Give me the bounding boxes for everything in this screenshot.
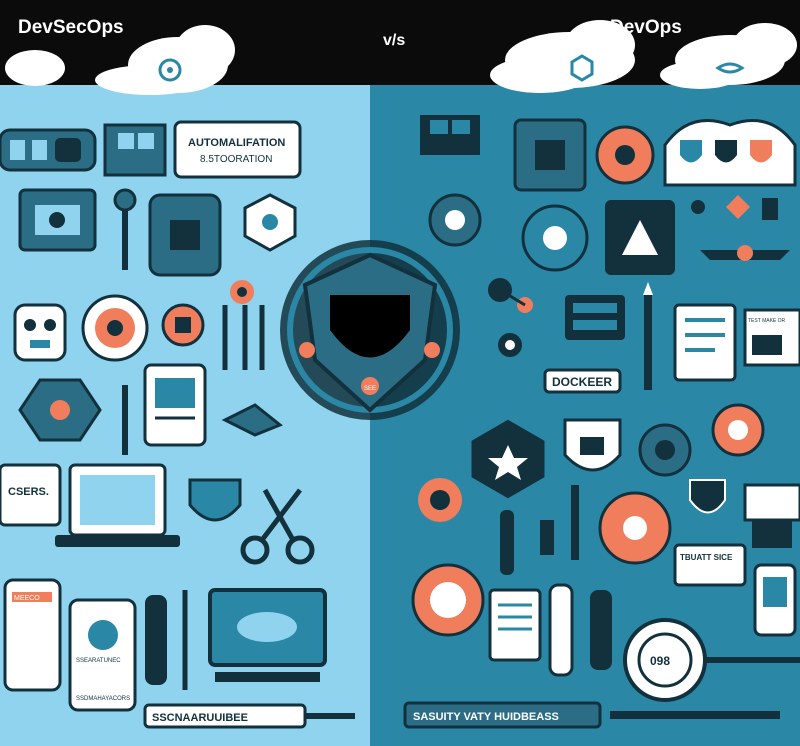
marker-icon-right <box>548 583 612 677</box>
wrench-icon <box>113 188 137 270</box>
orange-disc-icon <box>411 563 485 637</box>
csers-card: CSERS. <box>0 463 62 527</box>
gear-icon <box>230 280 254 304</box>
monitor-icon <box>18 188 97 252</box>
tag-right: TBUATT SICE <box>680 553 733 562</box>
robot-icon <box>13 303 67 362</box>
gear-icon-right <box>428 193 482 247</box>
automation-line2: 8.5TOORATION <box>200 154 272 165</box>
tools-icon <box>222 305 265 370</box>
vs-label: v/s <box>383 32 405 49</box>
phone-app-icon: SSEARATUNEC SSDMAHAYACORS <box>68 598 137 712</box>
star-badge-icon <box>468 416 548 502</box>
eye-bot-icon <box>498 333 522 357</box>
orange-sun-icon <box>418 478 462 522</box>
wings-icon <box>700 245 790 261</box>
csers-label: CSERS. <box>8 486 49 498</box>
card-icon-right <box>743 483 800 548</box>
dockeer-card: DOCKEER <box>543 368 622 394</box>
cloud-handshake-icon <box>715 62 745 74</box>
server-stack-icon <box>565 295 625 340</box>
cube-shield-icon <box>148 193 222 277</box>
flower-icon-right <box>595 125 655 185</box>
scissors-icon <box>240 488 315 565</box>
computer-screen-icon <box>208 588 327 682</box>
stacked-cubes-icon <box>420 115 480 155</box>
hexagon-node-icon <box>243 193 297 252</box>
shield-mark: SEE <box>364 386 376 392</box>
cube-icon <box>103 123 167 177</box>
automation-card: AUTOMALIFATION 8.5TOORATION <box>173 120 302 179</box>
marker-text-bar: SSCNAARUUIBEE <box>143 703 355 729</box>
shield-icon-right <box>689 479 726 514</box>
tag-card-right: TBUATT SICE <box>673 543 747 587</box>
gear-circle-icon <box>521 204 589 272</box>
small-tag: TEST MAKE OR <box>748 318 786 324</box>
document-icon <box>673 303 737 382</box>
gauge-value: 098 <box>650 654 670 668</box>
target-dial-icon <box>81 294 149 362</box>
bird-icon <box>221 403 283 437</box>
automation-line1: AUTOMALIFATION <box>188 137 285 149</box>
right-title: DevOps <box>610 17 682 38</box>
target-icon-right <box>711 403 765 457</box>
hex-chip-icon <box>18 378 102 442</box>
phone-icon-right <box>753 563 797 637</box>
orange-circle-icon <box>598 491 672 565</box>
network-node-icon <box>488 278 533 313</box>
cube-icon-right <box>513 118 587 192</box>
phone-badge: MEECO <box>14 595 40 602</box>
bottom-right-banner: SASUITY VATY HUIDBEASS <box>403 701 780 729</box>
left-title: DevSecOps <box>18 17 124 38</box>
tablet-icon <box>143 363 207 447</box>
test-make-card: TEST MAKE OR <box>743 308 800 367</box>
orange-diamond-icon <box>691 195 778 220</box>
cloud-left <box>5 25 235 95</box>
phone-text: SSEARATUNEC <box>76 658 121 664</box>
central-shield-emblem: SEE <box>280 240 460 420</box>
lock-icon <box>563 418 622 472</box>
shield-icon <box>188 478 242 522</box>
phone-icon: MEECO <box>3 578 62 692</box>
gauge-icon: 098 <box>623 618 800 702</box>
dockeer-label: DOCKEER <box>552 375 612 389</box>
gear-icon-right-2 <box>638 423 692 477</box>
cloud-shields-icon <box>663 119 797 187</box>
cloud-hexagon-icon <box>570 54 594 82</box>
test-tube-icon <box>500 510 554 575</box>
cloud-sync-icon <box>158 58 182 82</box>
server-rack-icon <box>0 128 97 172</box>
laptop-icon <box>55 463 180 547</box>
phone-caption: SSDMAHAYACORS <box>76 696 130 702</box>
bottom-right-banner-text: SASUITY VATY HUIDBEASS <box>413 711 559 723</box>
triangle-alert-icon <box>605 200 675 275</box>
marker-text: SSCNAARUUIBEE <box>152 712 248 724</box>
page-icon <box>488 588 542 662</box>
pencil-icon-right <box>643 282 653 390</box>
marker-icon <box>145 590 188 690</box>
flower-icon <box>161 303 205 347</box>
